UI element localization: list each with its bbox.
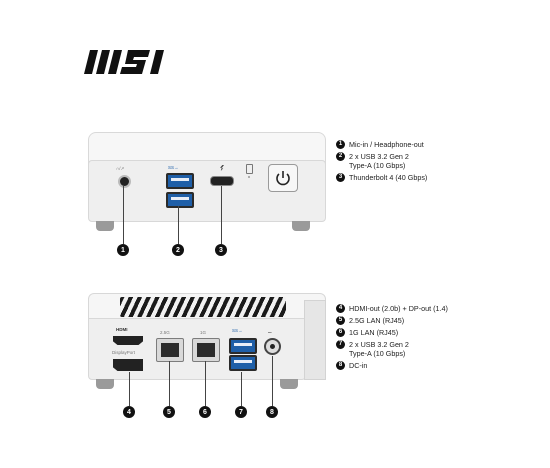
front-foot-left [96, 221, 114, 231]
rear-vent [120, 297, 286, 317]
callout-4: 4 [123, 406, 135, 418]
audio-port-label: ∩/↗ [116, 166, 125, 171]
power-button[interactable] [268, 164, 298, 192]
callout-5: 5 [163, 406, 175, 418]
leader-line-6 [205, 361, 206, 406]
storage-led-icon [246, 164, 253, 174]
lan-25g-port [156, 338, 184, 362]
callout-2: 2 [172, 244, 184, 256]
callout-7: 7 [235, 406, 247, 418]
callout-3: 3 [215, 244, 227, 256]
displayport-label: DisplayPort [112, 350, 136, 355]
callout-6: 6 [199, 406, 211, 418]
rear-foot-left [96, 379, 114, 389]
audio-jack [118, 175, 131, 188]
front-usb-port-top [166, 173, 194, 189]
hdmi-port [113, 336, 143, 345]
msi-logo [84, 50, 164, 74]
dc-in-label: ⎓ [268, 330, 272, 335]
lan-1g-label: 1G [200, 330, 207, 335]
thunderbolt-port [210, 176, 234, 186]
leader-line-2 [178, 206, 179, 244]
leader-line-7 [241, 372, 242, 406]
front-usb-port-bottom [166, 192, 194, 208]
rear-usb-port-bottom [229, 355, 257, 371]
leader-line-4 [129, 372, 130, 406]
lan-25g-label: 2.5G [160, 330, 170, 335]
displayport-port [113, 359, 143, 371]
rear-usb-port-top [229, 338, 257, 354]
dc-in-jack [264, 338, 281, 355]
callout-8: 8 [266, 406, 278, 418]
rear-foot-right [280, 379, 298, 389]
leader-line-5 [169, 361, 170, 406]
leader-line-3 [221, 186, 222, 244]
rear-usb-label: SS→ [232, 328, 243, 333]
power-icon [276, 171, 290, 186]
leader-line-1 [123, 186, 124, 244]
leader-line-8 [272, 356, 273, 406]
front-foot-right [292, 221, 310, 231]
lan-1g-port [192, 338, 220, 362]
storage-led [248, 176, 250, 178]
rear-side-panel [304, 300, 326, 380]
callout-1: 1 [117, 244, 129, 256]
hdmi-label: HDMI [116, 327, 128, 332]
front-usb-label: SS→ [168, 165, 179, 170]
